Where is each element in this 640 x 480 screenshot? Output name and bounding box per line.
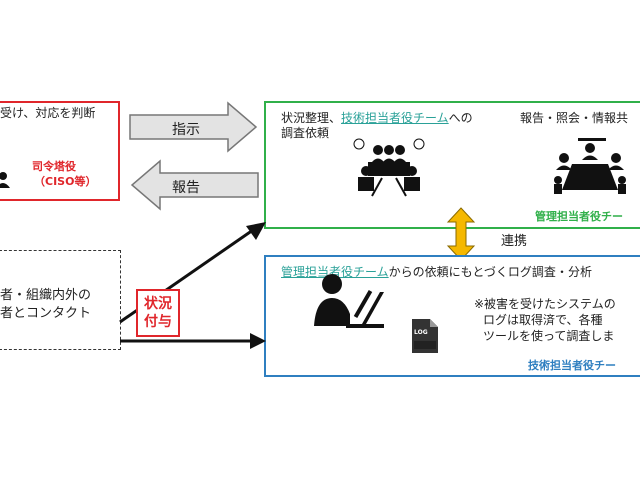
green-box-right-text: 報告・照会・情報共 [520,111,629,125]
person-icon [0,172,10,188]
report-arrow [130,159,259,211]
green-box-line2: 調査依頼 [281,126,330,140]
blue-box-note-2: ログは取得済で、各種 [483,313,603,327]
technical-team-label: 技術担当者役チー [528,359,616,372]
green-box-line1: 状況整理、技術担当者役チームへの [281,111,473,125]
management-team-label: 管理担当者役チー [535,210,623,223]
command-role-box [0,101,120,201]
instruct-label: 指示 [172,122,200,138]
situation-badge-line1: 状況 [144,296,172,312]
contact-line2: 者とコンタクト [0,306,92,321]
situation-badge: 状況 付与 [136,289,180,337]
contact-box [0,250,121,350]
report-label: 報告 [172,180,200,196]
situation-badge-line2: 付与 [144,314,172,330]
coordination-double-arrow [446,207,476,261]
instruct-arrow [129,101,258,153]
command-role-subtitle: （CISO等） [34,175,97,188]
blue-box-note-3: ツールを使って調査しま [483,329,615,343]
log-file-label: LOG [414,329,428,336]
command-role-desc: 受け、対応を判断 [0,106,96,120]
blue-box-note-1: ※被害を受けたシステムの [474,297,616,311]
person-laptop-icon [314,274,384,328]
command-role-title: 司令塔役 [32,160,76,173]
coordination-label: 連携 [501,234,528,249]
meeting-icon [353,138,425,197]
contact-line1: 者・組織内外の [0,288,92,303]
log-file-icon [412,319,438,353]
blue-box-title: 管理担当者役チームからの依頼にもとづくログ調査・分析 [281,265,592,279]
conference-icon [554,138,626,194]
